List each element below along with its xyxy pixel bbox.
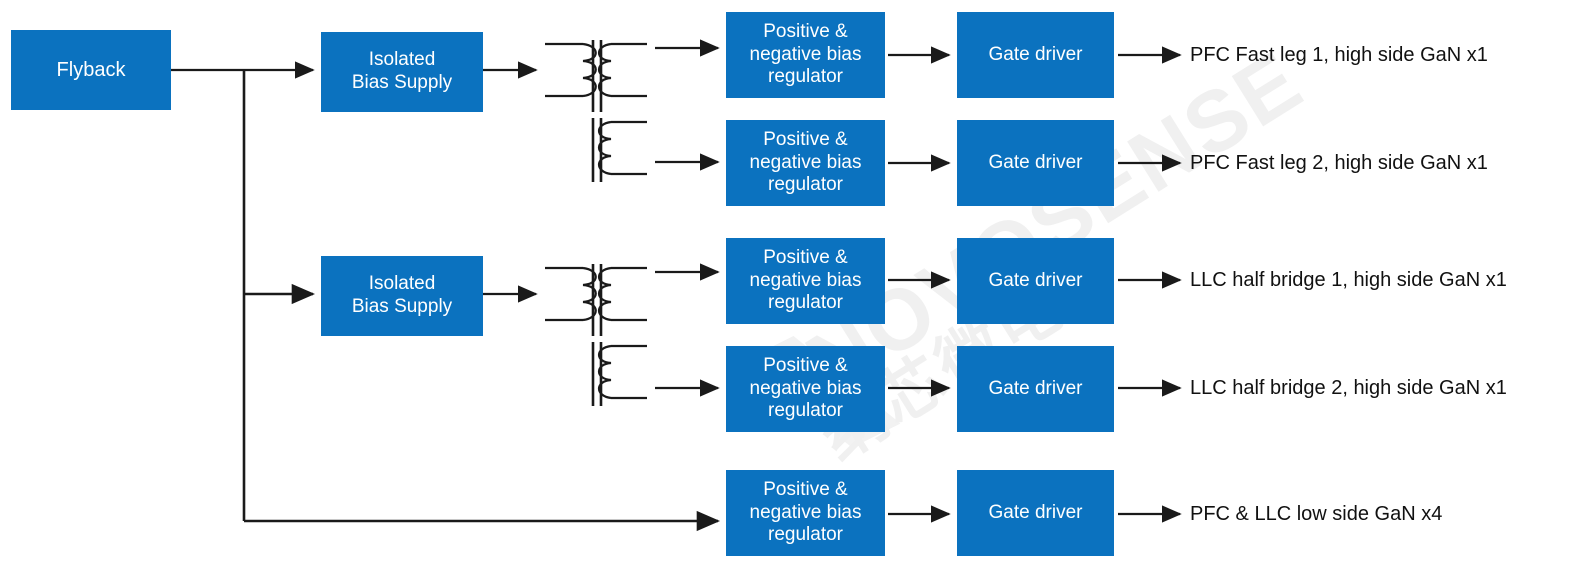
output-label-1: PFC Fast leg 1, high side GaN x1 [1190, 44, 1488, 66]
reg4-line1: Positive & [763, 354, 848, 376]
reg2-line1: Positive & [763, 128, 848, 150]
block-flyback-label: Flyback [56, 59, 126, 81]
driver3-label: Gate driver [988, 269, 1083, 291]
output-label-4: LLC half bridge 2, high side GaN x1 [1190, 377, 1507, 399]
block-gate-driver-4[interactable]: Gate driver [957, 346, 1114, 432]
reg5-line3: regulator [768, 524, 843, 546]
ibs2-label-line1: Isolated [368, 273, 436, 295]
reg2-line3: regulator [768, 174, 843, 196]
driver4-label: Gate driver [988, 377, 1083, 399]
reg5-line2: negative bias [749, 501, 862, 523]
block-isolated-bias-supply-1[interactable]: Isolated Bias Supply [321, 32, 483, 112]
block-bias-regulator-3[interactable]: Positive & negative bias regulator [726, 238, 885, 324]
reg1-line2: negative bias [749, 43, 862, 65]
transformer-1-symbol [545, 40, 647, 182]
transformer-2-symbol [545, 264, 647, 406]
block-gate-driver-5[interactable]: Gate driver [957, 470, 1114, 556]
reg4-line2: negative bias [749, 377, 862, 399]
reg1-line3: regulator [768, 66, 843, 88]
block-flyback[interactable]: Flyback [11, 30, 171, 110]
reg3-line1: Positive & [763, 246, 848, 268]
reg5-line1: Positive & [763, 478, 848, 500]
block-isolated-bias-supply-2[interactable]: Isolated Bias Supply [321, 256, 483, 336]
block-bias-regulator-1[interactable]: Positive & negative bias regulator [726, 12, 885, 98]
driver2-label: Gate driver [988, 151, 1083, 173]
block-bias-regulator-2[interactable]: Positive & negative bias regulator [726, 120, 885, 206]
ibs1-label-line2: Bias Supply [351, 72, 453, 93]
block-bias-regulator-5[interactable]: Positive & negative bias regulator [726, 470, 885, 556]
driver1-label: Gate driver [988, 43, 1083, 65]
block-bias-regulator-4[interactable]: Positive & negative bias regulator [726, 346, 885, 432]
reg4-line3: regulator [768, 400, 843, 422]
block-gate-driver-1[interactable]: Gate driver [957, 12, 1114, 98]
reg3-line3: regulator [768, 292, 843, 314]
ibs2-label-line2: Bias Supply [351, 296, 453, 317]
block-gate-driver-3[interactable]: Gate driver [957, 238, 1114, 324]
block-gate-driver-2[interactable]: Gate driver [957, 120, 1114, 206]
reg2-line2: negative bias [749, 151, 862, 173]
reg3-line2: negative bias [749, 269, 862, 291]
output-label-5: PFC & LLC low side GaN x4 [1190, 503, 1443, 525]
output-label-2: PFC Fast leg 2, high side GaN x1 [1190, 152, 1488, 174]
reg1-line1: Positive & [763, 20, 848, 42]
output-label-3: LLC half bridge 1, high side GaN x1 [1190, 269, 1507, 291]
driver5-label: Gate driver [988, 501, 1083, 523]
ibs1-label-line1: Isolated [368, 49, 436, 71]
